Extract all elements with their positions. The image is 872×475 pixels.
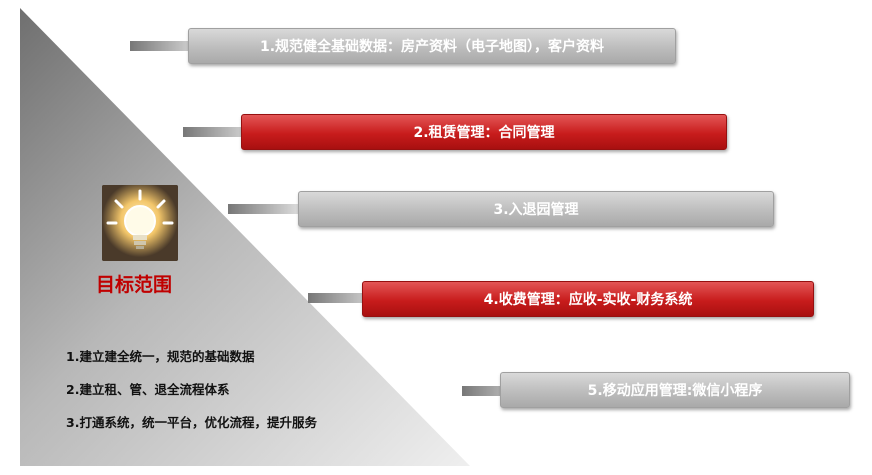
module-label: 5.移动应用管理:微信小程序 <box>587 383 763 399</box>
module-label: 2.租赁管理：合同管理 <box>413 125 555 141</box>
module-label: 3.入退园管理 <box>493 202 579 218</box>
module-bar-lease: 2.租赁管理：合同管理 <box>241 114 727 150</box>
goal-item: 1.建立建全统一，规范的基础数据 <box>66 349 255 364</box>
goal-item: 2.建立租、管、退全流程体系 <box>66 382 230 397</box>
lightbulb-icon <box>102 185 178 261</box>
module-label: 4.收费管理：应收-实收-财务系统 <box>483 292 693 308</box>
arrow-right-icon <box>130 35 216 57</box>
module-bar-billing: 4.收费管理：应收-实收-财务系统 <box>362 281 814 317</box>
module-bar-basic-data: 1.规范健全基础数据：房产资料（电子地图），客户资料 <box>188 28 676 64</box>
arrow-right-icon <box>183 121 269 143</box>
goal-title: 目标范围 <box>96 274 173 296</box>
module-bar-mobile: 5.移动应用管理:微信小程序 <box>500 372 850 408</box>
arrow-right-icon <box>228 198 314 220</box>
module-label: 1.规范健全基础数据：房产资料（电子地图），客户资料 <box>259 39 605 55</box>
arrow-right-icon <box>308 287 394 309</box>
goal-item: 3.打通系统，统一平台，优化流程，提升服务 <box>66 415 317 430</box>
module-bar-move-in-out: 3.入退园管理 <box>298 191 774 227</box>
